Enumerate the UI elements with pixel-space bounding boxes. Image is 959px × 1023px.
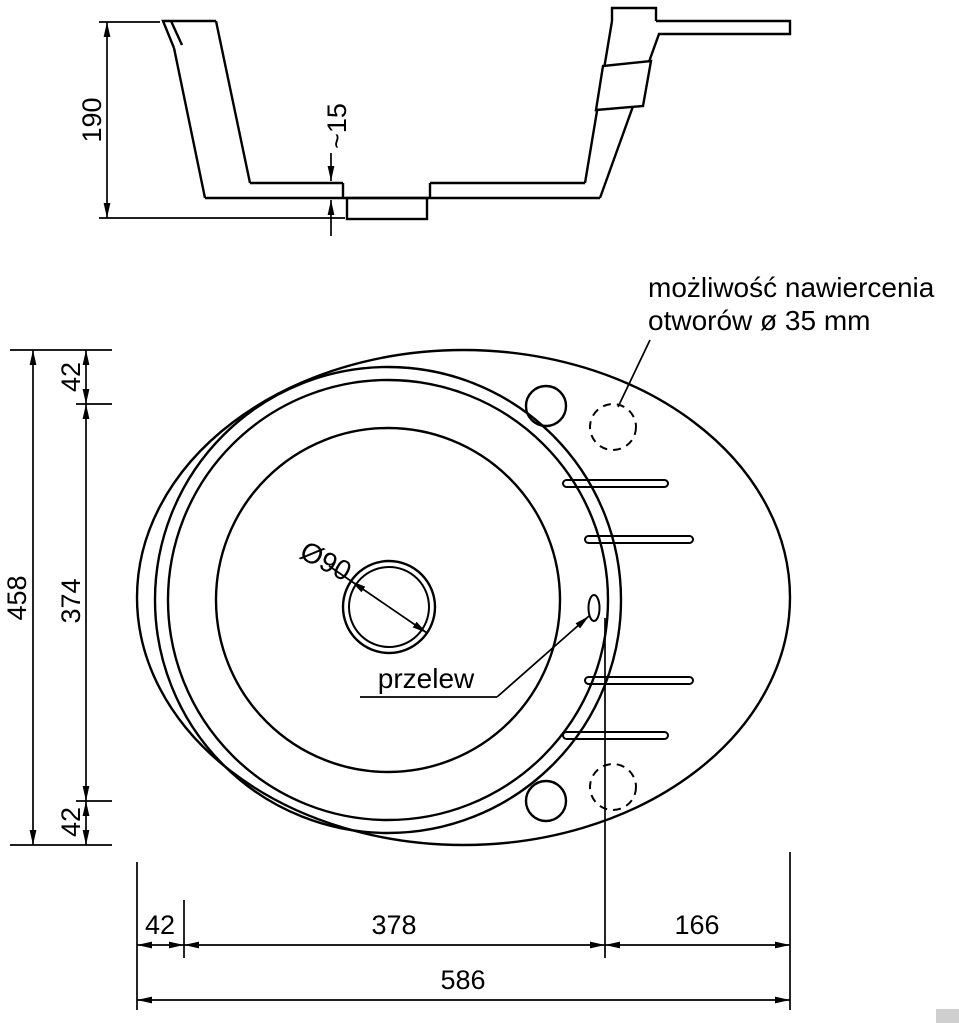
tap-hole-bottom [524,779,568,823]
section-wall-highlight [594,59,653,112]
plan-annotations: możliwość nawiercenia otworów ø 35 mm pr… [295,272,935,698]
optional-hole-bottom [589,763,637,811]
optional-hole-top [589,403,637,451]
overflow-hole [587,594,601,622]
overflow-leader-arrow [496,615,590,698]
drain-leader-tail [328,565,352,582]
dimension-label-458: 458 [2,575,32,620]
section-floor [205,181,600,200]
dimension-label-42-bottom: 42 [56,807,86,837]
overflow-label: przelew [378,663,475,694]
plan-view [135,348,792,847]
cross-section-view [161,6,792,221]
drill-note-line1: możliwość nawiercenia [648,272,935,303]
drainer-groove [584,676,694,685]
drill-note-leader [617,339,651,408]
dimension-label-374: 374 [56,578,86,623]
dimension-label-378: 378 [371,910,416,940]
drain-outer-circle [341,559,437,655]
section-drain-fitting [345,196,429,221]
drainer-groove [584,535,694,544]
bowl-bottom-circle [214,426,562,774]
scrollbar-corner [936,1009,959,1023]
drain-inner-circle [348,566,430,648]
dimension-label-190: 190 [77,97,107,142]
dimension-label-166: 166 [674,910,719,940]
dimension-label-42-top: 42 [56,362,86,392]
bowl-rim-circle [166,378,610,822]
plan-dimensions: 458 42 374 42 42 378 166 586 [2,349,791,1010]
dimension-label-586: 586 [440,965,485,995]
dimension-label-recess: ~15 [322,103,352,149]
section-left-wall [161,19,252,199]
tap-hole-top [524,384,568,428]
bowl-outer-circle [153,365,623,835]
dimension-label-42-left: 42 [145,910,175,940]
section-dimensions: 190 ~15 [77,21,352,236]
drainer-groove [562,731,669,740]
drainer-groove [562,479,669,488]
sink-outline [135,348,792,847]
drill-note-line2: otworów ø 35 mm [648,305,871,336]
drain-diameter-line [350,580,428,634]
